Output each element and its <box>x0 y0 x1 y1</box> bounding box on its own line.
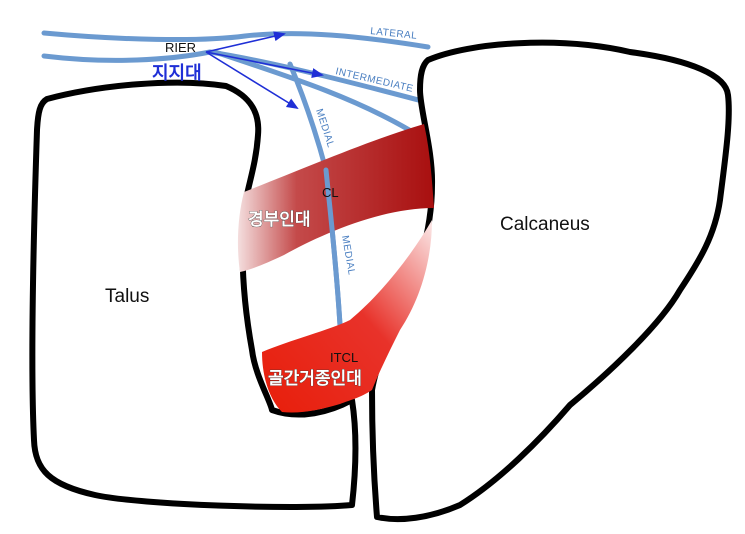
medial-lower-root-label: MEDIAL <box>339 235 357 277</box>
talus-outline <box>29 79 359 510</box>
itcl-korean-label: 골간거종인대 <box>268 369 362 389</box>
band-top <box>41 30 431 50</box>
cl-korean-label: 경부인대 <box>248 210 311 230</box>
arrow-to-lateral <box>205 31 286 53</box>
talus-label: Talus <box>105 286 149 307</box>
rier-korean-label: 지지대 <box>152 63 202 84</box>
rier-label: RIER <box>165 40 196 55</box>
calcaneus-label: Calcaneus <box>500 214 590 235</box>
lateral-root-label: LATERAL <box>370 26 418 42</box>
arrow-to-intermediate <box>205 51 324 78</box>
arrow-to-medial <box>205 51 299 110</box>
band-intermediate <box>212 49 419 137</box>
band-medial-lower <box>323 167 343 328</box>
itcl-abbr-label: ITCL <box>330 350 358 365</box>
calcaneus-outline <box>369 39 732 523</box>
cervical-ligament-band <box>237 124 434 272</box>
retinaculum-arrows <box>205 31 324 110</box>
cl-abbr-label: CL <box>322 185 339 200</box>
interosseous-ligament-band <box>262 220 432 413</box>
